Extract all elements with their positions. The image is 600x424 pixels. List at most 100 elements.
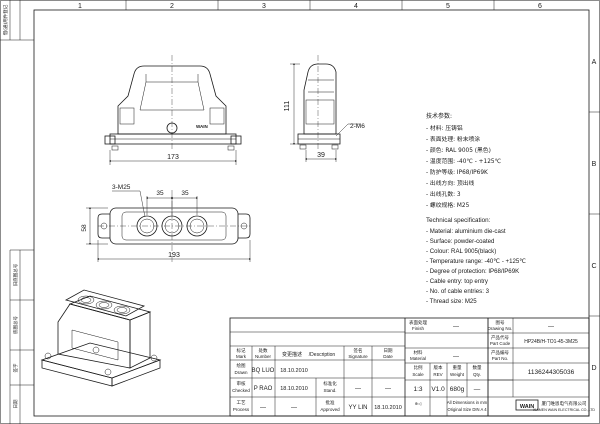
tb-material-value: — [453, 354, 459, 360]
spec-cn-item: - 防护等级: IP68/IP69K [426, 168, 488, 176]
tb-qty-value: — [474, 386, 481, 393]
tb-change-en: /Description [309, 352, 336, 358]
thread-callout: 2-M6 [350, 123, 365, 130]
spec-cn-item: - 表面处理: 粉末喷涂 [426, 135, 480, 143]
spec-cn-item: - 出线孔数: 3 [426, 190, 461, 198]
tb-change-cn: 变更描述 [282, 351, 302, 358]
row-letter-c: C [591, 263, 596, 270]
tb-mark-en: Mark [236, 354, 247, 359]
tb-drawn-name: BQ LUO [252, 368, 275, 374]
spec-en-item: - Thread size: M25 [426, 298, 477, 305]
tb-stand-en: Stand. [323, 388, 336, 393]
tb-scale-en: Scale [412, 372, 424, 377]
spec-cn-item: - 出线方向: 顶出线 [426, 179, 475, 187]
tb-part-no-value: 1136244305036 [528, 369, 575, 376]
tb-part-code-en: Part Code [490, 341, 511, 346]
company-logo [515, 399, 539, 411]
spec-en-item: - Colour: RAL 9005(black) [426, 248, 496, 255]
dim-side-depth: 39 [317, 152, 325, 159]
tb-material-en: Material [410, 356, 426, 361]
strip-label-2: 旧底图总号 [12, 263, 19, 286]
spec-cn-title: 技术参数: [426, 112, 452, 120]
front-view: WAIN 173 [104, 55, 242, 165]
tb-checked-en: Checked [232, 388, 250, 393]
tb-stand-name: — [355, 386, 361, 392]
spec-en-title: Technical specification: [426, 217, 491, 224]
tb-scale-value: 1:3 [413, 386, 422, 393]
strip-label-3: 底图总号 [12, 316, 19, 334]
isometric-view [40, 289, 162, 387]
tb-checked-cn: 审核 [237, 380, 246, 387]
tb-weight-value: 680g [450, 386, 465, 393]
dim-plan-width: 193 [168, 252, 180, 259]
tb-checked-date: 18.10.2010 [280, 386, 308, 392]
left-registry-strip: 借(通)用件登记 旧底图总号 底图总号 签字 日期 [0, 0, 34, 424]
tb-stand-date: — [385, 386, 391, 392]
tb-note-2: Original Size DIN A 4 [447, 407, 487, 412]
tb-part-no-en: Part No. [492, 356, 509, 361]
spec-chinese: 技术参数: - 材料: 压铸铝 - 表面处理: 粉末喷涂 - 颜色: RAL 9… [426, 112, 502, 209]
tb-qty-cn: 数量 [473, 364, 482, 371]
row-letter-a: A [592, 59, 597, 66]
column-markers: 1 2 3 4 5 6 [78, 0, 542, 10]
col-num-1: 1 [78, 3, 82, 10]
tb-finish-value: — [453, 324, 459, 330]
tb-mark-cn: 标记 [237, 347, 246, 354]
tb-approved-en: Approved [320, 407, 340, 412]
spec-english: Technical specification: - Material: alu… [426, 217, 526, 305]
tb-drawn-cn: 绘图 [237, 362, 246, 369]
strip-label-4: 签字 [12, 363, 19, 372]
tb-approved-name: YY LIN [349, 405, 368, 411]
spec-cn-item: - 颜色: RAL 9005 (黑色) [426, 146, 491, 154]
company-logo-text: WAIN [520, 404, 534, 410]
tb-weight-cn: 重量 [453, 364, 462, 371]
tb-rev-en: REV [433, 372, 442, 377]
tb-process-en: Process [233, 407, 250, 412]
tb-approved-cn: 批准 [326, 399, 335, 406]
tb-drawing-no-en: Drawing No. [488, 326, 513, 331]
row-markers: A B C D [589, 59, 600, 372]
col-num-4: 4 [354, 3, 358, 10]
tb-process-name: — [260, 405, 266, 411]
tb-drawing-no-value: — [548, 324, 554, 330]
tb-number-en: Number [255, 354, 272, 359]
spec-en-item: - Cable entry: top entry [426, 278, 489, 285]
spec-cn-item: - 温度范围: -40℃ - +125℃ [426, 157, 502, 165]
side-view: 111 39 2-M6 [284, 55, 365, 162]
tb-note-1: All Dimensions in mm [447, 400, 488, 405]
tb-projection-symbol: ⊕◁ [415, 401, 423, 406]
spec-en-item: - Temperature range: -40℃ - +125℃ [426, 258, 526, 265]
dim-plan-height: 58 [81, 224, 88, 232]
plan-view: 3-M25 35 35 58 193 [81, 184, 251, 262]
dim-hole-pitch-2: 35 [181, 190, 189, 197]
spec-en-item: - No. of cable entries: 3 [426, 288, 490, 295]
col-num-2: 2 [170, 3, 174, 10]
tb-drawn-en: Drawn [234, 370, 248, 375]
tb-approved-date: 18.10.2010 [374, 405, 402, 411]
tb-material-cn: 材料 [414, 349, 423, 356]
tb-finish-cn: 表面处理 [409, 319, 427, 326]
spec-cn-item: - 螺纹规格: M25 [426, 201, 470, 209]
tb-sig-en: Signature [348, 354, 368, 359]
title-block: 标记 Mark 处数 Number 变更描述 /Description 签名 S… [229, 317, 595, 417]
hood-brand-label: WAIN [196, 124, 208, 129]
tb-scale-cn: 比例 [414, 364, 423, 371]
dim-hole-pitch-1: 35 [156, 190, 164, 197]
strip-label-1: 借(通)用件登记 [2, 4, 9, 35]
strip-label-5: 日期 [13, 399, 19, 408]
col-num-6: 6 [538, 3, 542, 10]
spec-en-item: - Surface: powder-coated [426, 238, 494, 245]
tb-rev-value: V1.0 [431, 386, 445, 393]
dim-side-height: 111 [284, 101, 291, 112]
tb-date-cn: 日期 [384, 348, 393, 354]
dim-top-width: 173 [167, 154, 179, 161]
tb-qty-en: Qty. [473, 372, 481, 377]
tb-rev-cn: 版本 [434, 364, 443, 371]
tb-sig-cn: 签名 [354, 347, 363, 354]
tb-part-code-cn: 产品代号 [491, 334, 509, 341]
tb-part-code-value: HP24B/H-TO1-45-3M25 [524, 339, 578, 345]
tb-part-no-cn: 产品编号 [491, 349, 509, 356]
col-num-3: 3 [262, 3, 266, 10]
